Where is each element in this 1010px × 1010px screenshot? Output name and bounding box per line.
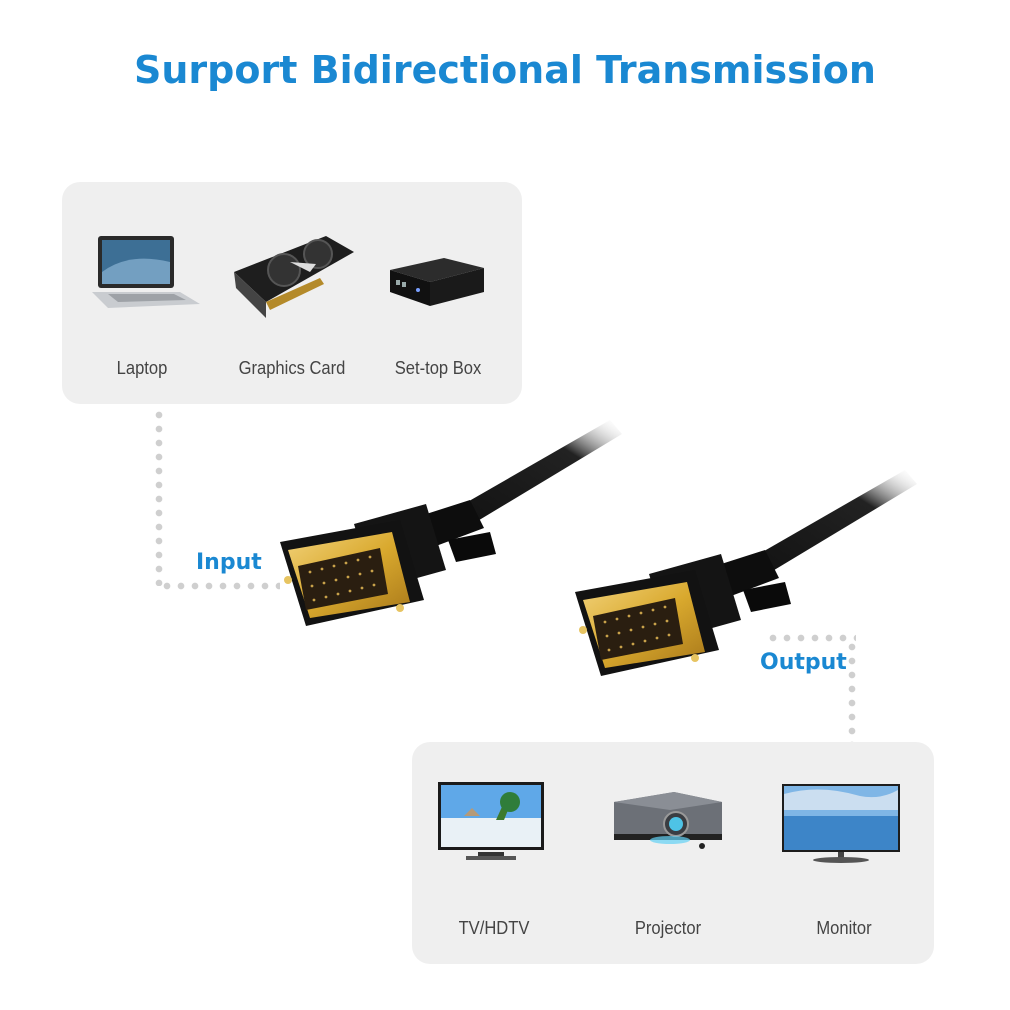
dvi-connector-output-icon — [575, 470, 917, 676]
monitor-icon — [782, 784, 900, 863]
device-label: Graphics Card — [238, 358, 346, 378]
set-top-box-icon — [390, 258, 484, 306]
device-label: Projector — [634, 918, 702, 938]
device-monitor: Monitor — [774, 742, 914, 964]
destination-devices-panel: TV/HDTV Projector Monitor — [412, 742, 934, 964]
device-projector: Projector — [598, 742, 738, 964]
tv-icon — [438, 782, 544, 860]
device-graphics-card: Graphics Card — [222, 182, 362, 404]
output-path-vertical — [848, 640, 856, 744]
device-label: Laptop — [116, 358, 168, 378]
output-label: Output — [760, 650, 847, 675]
projector-icon — [614, 792, 722, 849]
output-path-horizontal — [766, 634, 856, 642]
input-label: Input — [196, 550, 262, 575]
device-label: Set-top Box — [394, 358, 482, 378]
device-tv: TV/HDTV — [424, 742, 564, 964]
device-set-top-box: Set-top Box — [368, 182, 508, 404]
input-path-horizontal — [160, 582, 280, 590]
source-devices-panel: Laptop Graphics Card Set-top Box — [62, 182, 522, 404]
device-laptop: Laptop — [72, 182, 212, 404]
dvi-connector-input-icon — [280, 420, 622, 626]
device-label: Monitor — [816, 918, 872, 938]
laptop-icon — [92, 236, 200, 308]
page-title: Surport Bidirectional Transmission — [134, 48, 876, 92]
graphics-card-icon — [234, 236, 354, 318]
input-path-vertical — [155, 408, 163, 586]
device-label: TV/HDTV — [458, 918, 530, 938]
